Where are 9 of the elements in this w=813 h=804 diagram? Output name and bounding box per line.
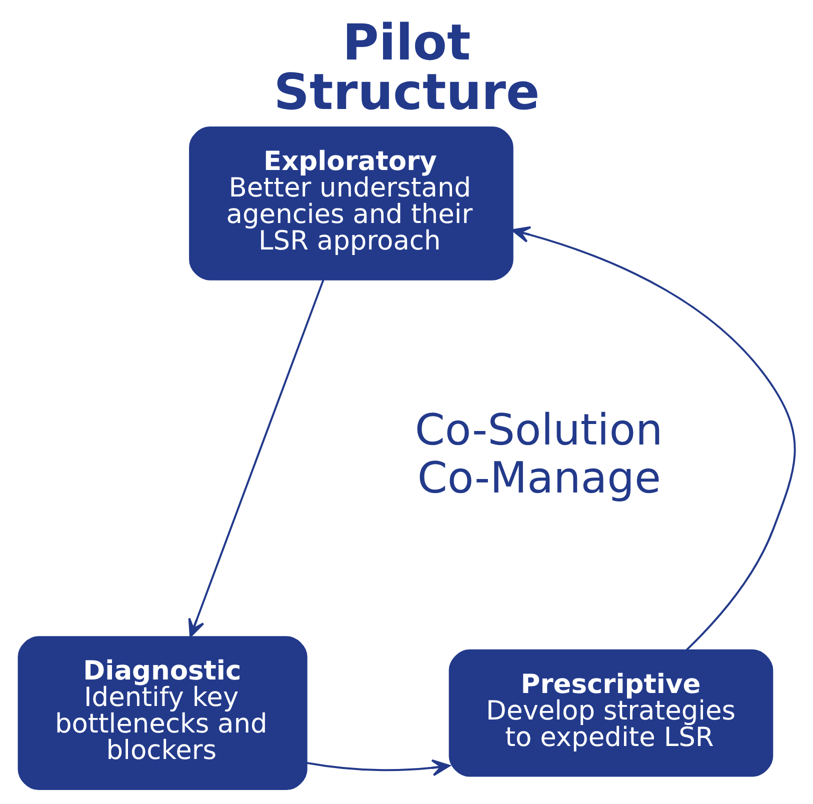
diagram-title: Pilot Structure <box>273 13 540 122</box>
node-box: Exploratory Better understand agencies and their LSR approach <box>188 126 513 280</box>
label: Co-Manage <box>416 454 660 504</box>
arrow <box>511 226 796 651</box>
node-box: Prescriptive Develop strategies to expedite LSR <box>448 649 773 777</box>
node-box: Diagnostic Identify key bottlenecks and blockers <box>17 636 307 790</box>
arrow <box>188 279 324 638</box>
arrow <box>306 759 450 776</box>
label: Co-Solution <box>414 406 662 456</box>
